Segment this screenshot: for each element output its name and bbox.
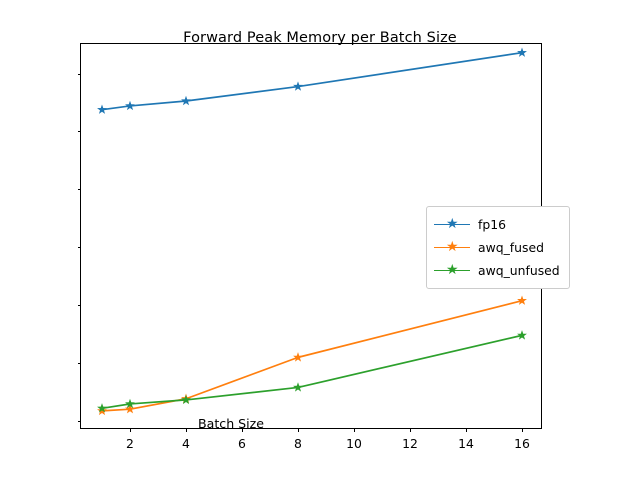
legend-label: awq_fused bbox=[478, 240, 544, 255]
series-line bbox=[101, 334, 523, 410]
legend-item-awq_fused[interactable]: ★ awq_fused bbox=[434, 236, 560, 259]
data-point-marker bbox=[517, 295, 527, 305]
series-line bbox=[101, 51, 523, 111]
x-axis-tick-label: 16 bbox=[514, 436, 530, 451]
data-point-marker bbox=[293, 81, 303, 91]
x-axis-tick-label: 14 bbox=[458, 436, 474, 451]
x-axis-tick-label: 6 bbox=[238, 436, 246, 451]
series-layer bbox=[97, 47, 527, 416]
page-title: Forward Peak Memory per Batch Size bbox=[183, 30, 457, 46]
plot-area: ★fp16★awq_fused★awq_unfused 600080001000… bbox=[77, 43, 570, 451]
y-axis-tick bbox=[77, 247, 81, 249]
legend-swatch: ★ bbox=[434, 215, 470, 232]
x-axis-tick bbox=[242, 428, 243, 432]
data-point-marker bbox=[97, 403, 107, 413]
x-axis-tick bbox=[354, 428, 355, 432]
x-axis-tick bbox=[186, 428, 187, 432]
y-axis-tick bbox=[77, 189, 81, 191]
data-point-marker bbox=[517, 47, 527, 57]
y-axis-tick bbox=[77, 131, 81, 133]
legend-label: awq_unfused bbox=[478, 263, 560, 278]
data-point-marker bbox=[181, 394, 191, 405]
x-axis-tick-label: 2 bbox=[126, 436, 134, 451]
series-line bbox=[101, 299, 523, 412]
series-fp16 bbox=[97, 47, 527, 114]
x-axis-tick-label: 10 bbox=[346, 436, 362, 451]
y-axis-tick bbox=[77, 73, 81, 75]
x-axis-tick-label: 12 bbox=[402, 436, 418, 451]
star-icon: ★ bbox=[446, 261, 459, 278]
x-axis-tick-label: 8 bbox=[294, 436, 302, 451]
x-axis-tick bbox=[130, 428, 131, 432]
legend-label: fp16 bbox=[478, 217, 506, 232]
data-point-marker bbox=[125, 398, 135, 409]
legend-swatch: ★ bbox=[434, 238, 470, 255]
data-point-marker bbox=[125, 100, 135, 111]
x-axis-label: Batch Size bbox=[197, 416, 265, 431]
star-icon: ★ bbox=[446, 215, 459, 232]
legend-swatch: ★ bbox=[434, 261, 470, 278]
y-axis-tick bbox=[77, 362, 81, 364]
y-axis-tick bbox=[77, 304, 81, 306]
data-point-marker bbox=[97, 104, 107, 114]
x-axis-tick bbox=[466, 428, 467, 432]
data-point-marker bbox=[125, 403, 135, 414]
legend-item-fp16[interactable]: ★ fp16 bbox=[434, 213, 560, 236]
x-axis-tick bbox=[522, 428, 523, 432]
data-point-marker bbox=[293, 352, 303, 362]
data-point-marker bbox=[517, 330, 527, 340]
data-point-marker bbox=[97, 405, 107, 416]
y-axis-tick bbox=[77, 420, 81, 422]
series-awq_fused bbox=[97, 295, 527, 416]
x-axis-tick-label: 4 bbox=[182, 436, 190, 451]
x-axis-tick bbox=[298, 428, 299, 432]
star-icon: ★ bbox=[446, 238, 459, 255]
x-axis-tick bbox=[410, 428, 411, 432]
legend-item-awq_unfused[interactable]: ★ awq_unfused bbox=[434, 259, 560, 282]
data-point-marker bbox=[181, 95, 191, 106]
series-awq_unfused bbox=[97, 330, 527, 413]
data-point-marker bbox=[293, 382, 303, 392]
legend: ★ fp16 ★ awq_fused ★ awq_unfused bbox=[426, 206, 570, 289]
